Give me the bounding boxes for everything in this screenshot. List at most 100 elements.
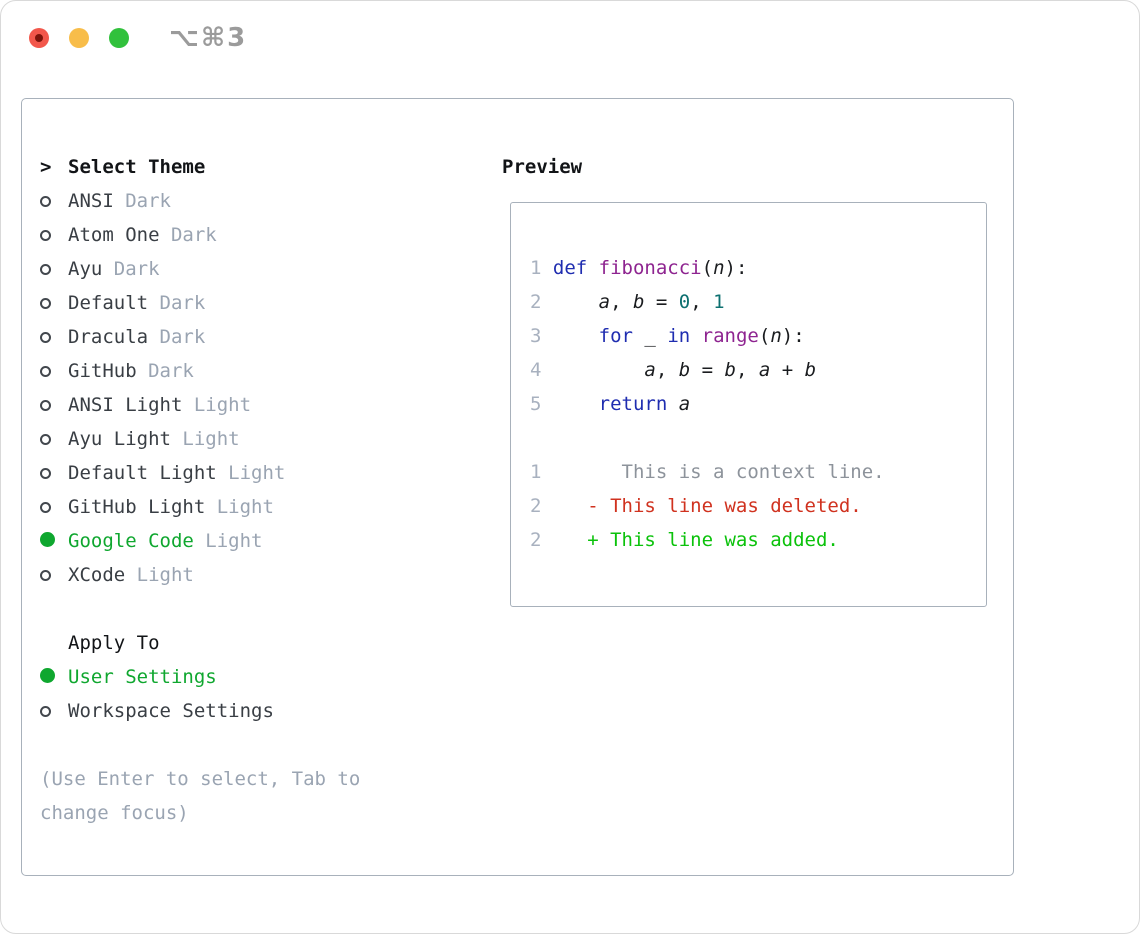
diff-line-deleted: 2 - This line was deleted. — [530, 489, 986, 523]
footer-hint-line-1: (Use Enter to select, Tab to — [40, 768, 361, 790]
radio-icon — [40, 264, 51, 275]
line-number: 1 — [530, 461, 542, 483]
theme-option-github-light[interactable]: GitHub Light Light — [40, 490, 360, 524]
code-line-content: a, b = b, a + b — [644, 359, 817, 381]
theme-option-dracula[interactable]: Dracula Dark — [40, 320, 360, 354]
close-button[interactable] — [29, 28, 49, 48]
theme-option-default-light[interactable]: Default Light Light — [40, 456, 360, 490]
theme-name: Default Light — [68, 462, 217, 484]
theme-option-xcode[interactable]: XCode Light — [40, 558, 360, 592]
radio-icon — [40, 570, 51, 581]
radio-selected-icon — [40, 532, 55, 547]
theme-name: Atom One — [68, 224, 160, 246]
radio-icon — [40, 706, 51, 717]
close-button-dot — [35, 34, 43, 42]
theme-variant: Light — [216, 496, 274, 518]
theme-variant: Dark — [159, 326, 206, 348]
line-number: 1 — [530, 257, 542, 279]
radio-icon — [40, 434, 51, 445]
theme-name: Ayu Light — [68, 428, 171, 450]
theme-option-github[interactable]: GitHub Dark — [40, 354, 360, 388]
radio-icon — [40, 400, 51, 411]
theme-variant: Dark — [159, 292, 206, 314]
blank-line — [530, 421, 986, 455]
preview-heading: Preview — [502, 156, 583, 178]
theme-name: ANSI Light — [68, 394, 183, 416]
theme-option-default[interactable]: Default Dark — [40, 286, 360, 320]
theme-variant: Dark — [125, 190, 171, 212]
theme-variant: Dark — [113, 258, 160, 280]
footer-hint-line-2: change focus) — [40, 802, 189, 824]
theme-name: Google Code — [68, 530, 194, 552]
code-line-content: def fibonacci(n): — [552, 257, 748, 279]
apply-target-workspace-settings[interactable]: Workspace Settings — [40, 694, 360, 728]
window-title: ⌥⌘3 — [169, 23, 248, 53]
minimize-button[interactable] — [69, 28, 89, 48]
radio-icon — [40, 332, 51, 343]
theme-variant: Dark — [170, 224, 217, 246]
apply-to-heading-label: Apply To — [68, 632, 160, 654]
code-line: 2 a, b = 0, 1 — [530, 285, 986, 319]
theme-name: XCode — [68, 564, 126, 586]
theme-variant: Light — [193, 394, 252, 416]
radio-icon — [40, 502, 51, 513]
theme-option-ayu-light[interactable]: Ayu Light Light — [40, 422, 360, 456]
theme-name: GitHub — [68, 360, 137, 382]
prompt-caret-icon: > — [40, 156, 52, 178]
line-number: 2 — [530, 291, 542, 313]
select-theme-heading: > Select Theme — [40, 150, 360, 184]
code-line: 5 return a — [530, 387, 986, 421]
radio-icon — [40, 196, 51, 207]
target-name: User Settings — [68, 666, 217, 688]
select-theme-heading-label: Select Theme — [68, 156, 206, 178]
spacer — [40, 592, 360, 626]
apply-to-heading: Apply To — [40, 626, 360, 660]
theme-option-atom-one[interactable]: Atom One Dark — [40, 218, 360, 252]
target-name: Workspace Settings — [68, 700, 274, 722]
line-number: 3 — [530, 325, 542, 347]
theme-variant: Light — [228, 462, 286, 484]
line-number: 2 — [530, 495, 542, 517]
code-line: 3 for _ in range(n): — [530, 319, 986, 353]
radio-icon — [40, 298, 51, 309]
code-line: 1 def fibonacci(n): — [530, 251, 986, 285]
theme-name: Default — [68, 292, 149, 314]
diff-line-context: 1 This is a context line. — [530, 455, 986, 489]
theme-option-ansi-light[interactable]: ANSI Light Light — [40, 388, 360, 422]
spacer — [40, 728, 360, 762]
code-line-content: for _ in range(n): — [598, 325, 805, 347]
diff-line-text: - This line was deleted. — [552, 495, 862, 517]
theme-name: Ayu — [68, 258, 103, 280]
theme-variant: Light — [136, 564, 194, 586]
diff-line-text: + This line was added. — [552, 529, 839, 551]
theme-variant: Light — [182, 428, 240, 450]
radio-selected-icon — [40, 668, 55, 683]
theme-option-google-code[interactable]: Google Code Light — [40, 524, 360, 558]
theme-name: GitHub Light — [68, 496, 206, 518]
apply-target-user-settings[interactable]: User Settings — [40, 660, 360, 694]
radio-icon — [40, 468, 51, 479]
code-line-content: a, b = 0, 1 — [598, 291, 725, 313]
radio-icon — [40, 230, 51, 241]
theme-name: Dracula — [68, 326, 149, 348]
diff-line-text: This is a context line. — [552, 461, 885, 483]
code-line: 4 a, b = b, a + b — [530, 353, 986, 387]
theme-variant: Light — [205, 530, 263, 552]
line-number: 4 — [530, 359, 542, 381]
maximize-button[interactable] — [109, 28, 129, 48]
line-number: 2 — [530, 529, 542, 551]
line-number: 5 — [530, 393, 542, 415]
theme-variant: Dark — [148, 360, 194, 382]
diff-line-added: 2 + This line was added. — [530, 523, 986, 557]
code-line-content: return a — [598, 393, 691, 415]
radio-icon — [40, 366, 51, 377]
theme-option-ayu[interactable]: Ayu Dark — [40, 252, 360, 286]
